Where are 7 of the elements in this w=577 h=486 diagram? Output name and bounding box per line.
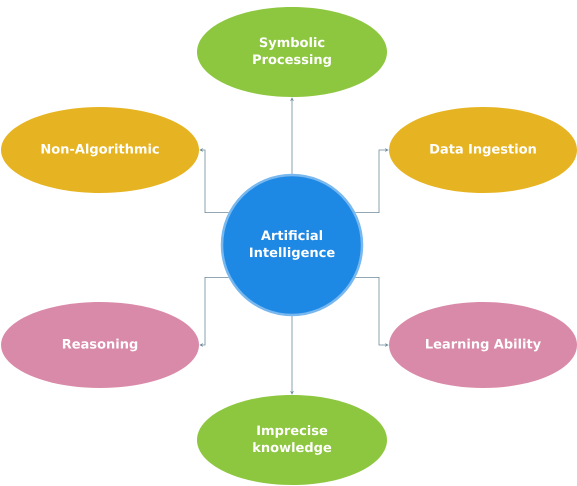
ellipse-node: Learning Ability [389, 302, 577, 388]
ellipse-node: Non-Algorithmic [1, 107, 199, 193]
ellipse-node: Imprecise knowledge [197, 395, 387, 485]
ellipse-node: Reasoning [1, 302, 199, 388]
ellipse-node: Data Ingestion [389, 107, 577, 193]
ellipse-node: Symbolic Processing [197, 7, 387, 97]
circle-node: Artificial Intelligence [220, 174, 364, 316]
